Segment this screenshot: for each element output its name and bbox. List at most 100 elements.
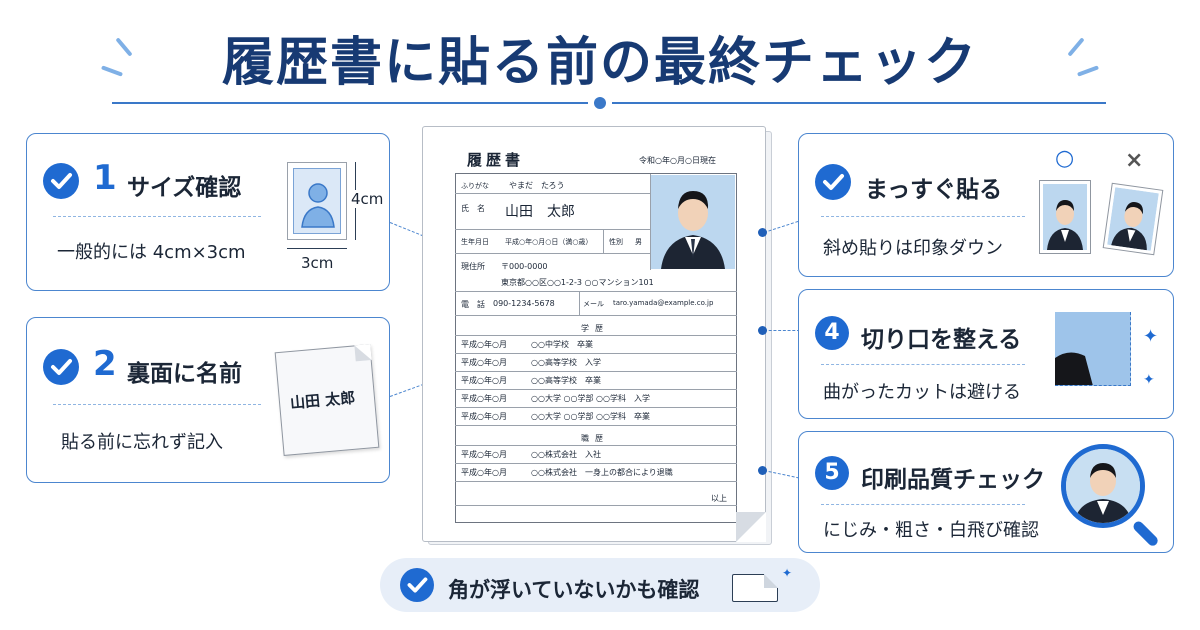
form-line (455, 463, 737, 464)
paper-name: 山田 太郎 (289, 388, 356, 413)
resume-sheet: 履歴書 令和○年○月○日現在 ふりがな やまだ たろう 氏 名 山田 太郎 生年… (422, 126, 766, 542)
card-divider (53, 216, 261, 217)
furigana-label: ふりがな (461, 182, 489, 190)
card-back-name: 2 裏面に名前 貼る前に忘れず記入 山田 太郎 (26, 317, 390, 483)
history-text: ○○大学 ○○学部 ○○学科 入学 (531, 394, 650, 403)
form-line (579, 291, 580, 315)
form-line (455, 353, 737, 354)
sparkle-icon: ✦ (782, 566, 793, 580)
form-line (455, 229, 651, 230)
form-line (455, 335, 737, 336)
card-title: まっすぐ貼る (865, 177, 1003, 203)
check-icon (43, 349, 79, 385)
connector-line (389, 383, 424, 397)
work-header: 職歴 (581, 434, 609, 443)
history-text: ○○高等学校 入学 (531, 358, 601, 367)
history-date: 平成○年○月 (461, 412, 507, 421)
cut-edge-icon (1055, 312, 1131, 386)
resume-heading: 履歴書 (467, 151, 525, 169)
gender-value: 男 (635, 238, 642, 246)
card-title: 裏面に名前 (127, 361, 242, 387)
name-paper-icon: 山田 太郎 (274, 344, 380, 456)
card-description: 斜め貼りは印象ダウン (823, 238, 1003, 259)
history-date: 平成○年○月 (461, 394, 507, 403)
history-text: ○○大学 ○○学部 ○○学科 卒業 (531, 412, 650, 421)
card-divider (821, 216, 1025, 217)
good-mark: ○ (1055, 146, 1075, 171)
card-description: 一般的には 4cm×3cm (57, 242, 246, 263)
photo-border (650, 174, 651, 270)
history-date: 平成○年○月 (461, 340, 507, 349)
form-line (603, 229, 604, 253)
card-title: サイズ確認 (127, 175, 242, 201)
width-label: 3cm (301, 254, 334, 272)
history-text: ○○株式会社 一身上の都合により退職 (531, 468, 673, 477)
form-line (455, 481, 737, 482)
connector-dot (758, 228, 767, 237)
form-line (455, 505, 737, 506)
card-number: 4 (815, 316, 849, 350)
form-line (455, 445, 737, 446)
history-text: ○○中学校 卒業 (531, 340, 593, 349)
education-header: 学歴 (581, 324, 609, 333)
history-text: ○○高等学校 卒業 (531, 376, 601, 385)
form-line (455, 315, 737, 316)
card-divider (53, 404, 261, 405)
history-text: ○○株式会社 入社 (531, 450, 601, 459)
mail-label: メール (583, 300, 604, 308)
magnifier-handle (1131, 519, 1160, 548)
card-description: 貼る前に忘れず記入 (61, 432, 223, 453)
connector-line (764, 330, 800, 331)
card-title: 切り口を整える (861, 327, 1022, 353)
name-label: 氏 名 (461, 204, 485, 213)
gender-label: 性別 (609, 238, 623, 246)
history-date: 平成○年○月 (461, 358, 507, 367)
folded-corner (354, 344, 372, 362)
sheet-folded-corner (736, 512, 766, 542)
history-date: 平成○年○月 (461, 468, 507, 477)
connector-line (389, 222, 424, 237)
phone-label: 電 話 (461, 300, 485, 309)
photo-size-icon (287, 162, 347, 240)
sparkle-icon: ✦ (1143, 372, 1155, 388)
check-icon (400, 568, 434, 602)
sparkle-icon: ✦ (1143, 326, 1159, 347)
form-line (455, 371, 737, 372)
resume-photo (651, 175, 735, 269)
bottom-note-text: 角が浮いていないかも確認 (448, 578, 700, 602)
bad-mark: × (1125, 148, 1144, 173)
resume-end: 以上 (711, 494, 727, 503)
tilted-photo-icon (1102, 182, 1164, 256)
height-label: 4cm (351, 190, 384, 208)
card-number: 2 (93, 344, 117, 384)
card-divider (821, 504, 1025, 505)
card-title: 印刷品質チェック (861, 467, 1045, 493)
page-title: 履歴書に貼る前の最終チェック (221, 33, 978, 93)
form-line (455, 407, 737, 408)
connector-dot (758, 466, 767, 475)
resume-form (455, 173, 737, 523)
furigana-value: やまだ たろう (509, 181, 565, 190)
birth-label: 生年月日 (461, 238, 489, 246)
address-label: 現住所 (461, 262, 485, 271)
name-value: 山田 太郎 (505, 204, 575, 220)
card-straight: まっすぐ貼る 斜め貼りは印象ダウン ○ × (798, 133, 1174, 277)
history-date: 平成○年○月 (461, 450, 507, 459)
title-divider-right (612, 102, 1106, 104)
card-description: 曲がったカットは避ける (823, 382, 1021, 403)
card-size-check: 1 サイズ確認 一般的には 4cm×3cm 4cm 3cm (26, 133, 390, 291)
history-date: 平成○年○月 (461, 376, 507, 385)
card-cut-edge: 4 切り口を整える 曲がったカットは避ける ✦ ✦ (798, 289, 1174, 419)
form-line (455, 425, 737, 426)
resume-date: 令和○年○月○日現在 (639, 156, 716, 165)
card-description: にじみ・粗さ・白飛び確認 (823, 520, 1039, 541)
title-divider-left (112, 102, 588, 104)
form-line (455, 253, 651, 254)
phone-value: 090-1234-5678 (493, 299, 555, 308)
card-number: 5 (815, 456, 849, 490)
card-print-quality: 5 印刷品質チェック にじみ・粗さ・白飛び確認 (798, 431, 1174, 553)
check-icon (815, 164, 851, 200)
birth-value: 平成○年○月○日（満○歳） (505, 238, 593, 246)
check-icon (43, 163, 79, 199)
straight-photo-icon (1039, 180, 1091, 254)
